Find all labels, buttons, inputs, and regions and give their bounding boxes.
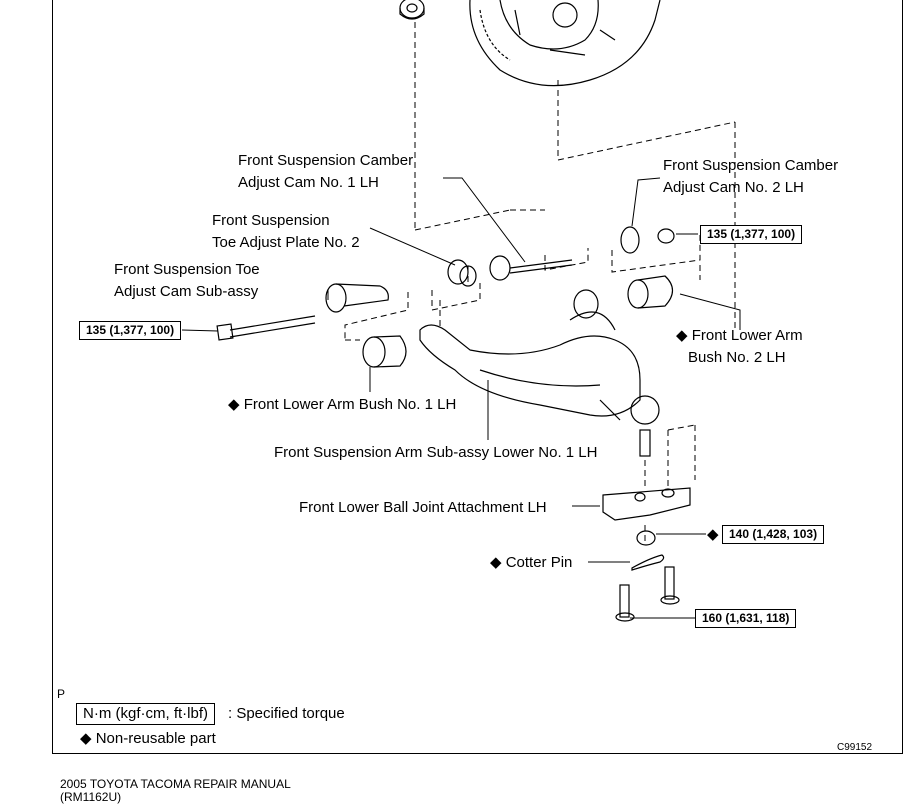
- torque-unit-legend-box: N·m (kgf·cm, ft·lbf): [76, 703, 215, 725]
- torque-spec-attachment-bolts: 160 (1,631, 118): [695, 609, 797, 628]
- bush-1-label: ◆ Front Lower Arm Bush No. 1 LH: [228, 396, 457, 413]
- cotter-pin-label: ◆ Cotter Pin: [490, 554, 573, 571]
- bolts-drawing: [615, 566, 680, 622]
- p-mark: P: [57, 687, 66, 701]
- torque-unit-legend-text: : Specified torque: [228, 705, 345, 722]
- bush-2-label-line2: Bush No. 2 LH: [688, 349, 786, 366]
- toe-plate-drawing: [447, 259, 477, 287]
- bush-2-drawing: [573, 275, 674, 319]
- nonreusable-legend: ◆ Non-reusable part: [80, 730, 216, 747]
- camber-cam-2-label: Front Suspension Camber: [663, 157, 839, 174]
- upper-bushing-drawing: [399, 0, 425, 20]
- camber-cam-2-drawing: [620, 226, 675, 254]
- torque-spec-camber-nut: 135 (1,377, 100): [700, 225, 803, 244]
- camber-cam-2-label-line2: Adjust Cam No. 2 LH: [663, 179, 804, 196]
- toe-plate-label: Front Suspension: [212, 212, 330, 229]
- torque-spec-toe-bolt: 135 (1,377, 100): [79, 321, 182, 340]
- nonreusable-diamond: ◆: [707, 526, 719, 543]
- toe-cam-label-line2: Adjust Cam Sub-assy: [114, 283, 259, 300]
- castle-nut-drawing: [636, 530, 656, 546]
- lower-arm-drawing: [419, 311, 641, 421]
- ball-joint-attachment-drawing: [602, 487, 691, 521]
- footer-title: 2005 TOYOTA TACOMA REPAIR MANUAL: [60, 777, 291, 791]
- bush-2-label: ◆ Front Lower Arm: [676, 327, 803, 344]
- ball-joint-label: Front Lower Ball Joint Attachment LH: [299, 499, 547, 516]
- camber-cam-1-drawing: [489, 255, 573, 281]
- camber-cam-1-label: Front Suspension Camber: [238, 152, 414, 169]
- bush-1-drawing: [362, 335, 407, 368]
- camber-cam-1-label-line2: Adjust Cam No. 1 LH: [238, 174, 379, 191]
- lower-arm-label: Front Suspension Arm Sub-assy Lower No. …: [274, 444, 598, 461]
- figure-code: C99152: [837, 742, 873, 753]
- toe-cam-label: Front Suspension Toe: [114, 261, 260, 278]
- torque-spec-castle-nut: 140 (1,428, 103): [722, 525, 825, 544]
- ball-joint-drawing: [630, 395, 660, 457]
- toe-cam-drawing: [216, 283, 389, 341]
- cotter-pin-drawing: [631, 554, 665, 571]
- toe-plate-label-line2: Toe Adjust Plate No. 2: [212, 234, 360, 251]
- steering-knuckle-drawing: [469, 0, 661, 87]
- diagram-frame: [52, 0, 903, 754]
- footer-code: (RM1162U): [60, 790, 122, 804]
